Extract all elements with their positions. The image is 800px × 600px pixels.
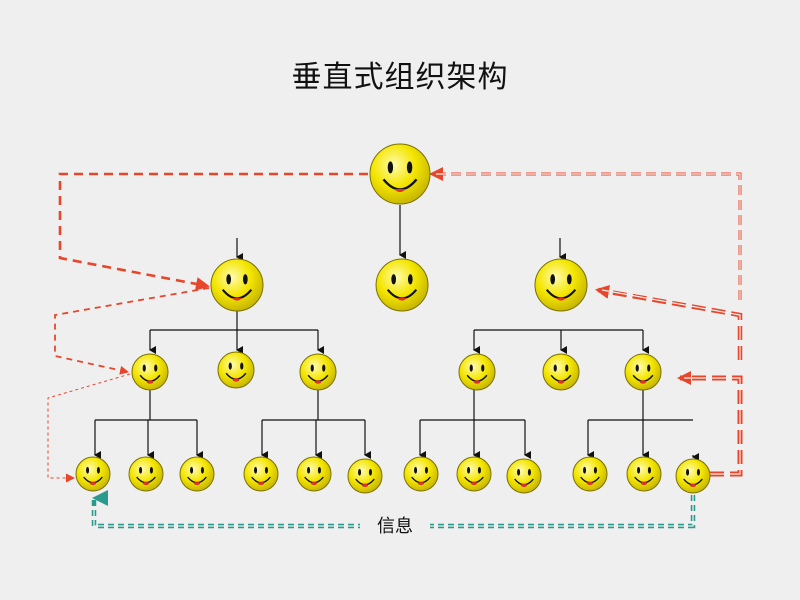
smiley-face-icon <box>458 353 496 391</box>
smiley-face-icon <box>626 456 662 492</box>
smiley-face-icon <box>75 456 111 492</box>
smiley-face-icon <box>217 351 255 389</box>
feedback-path-right-inner <box>436 173 741 475</box>
smiley-face-icon <box>375 258 429 312</box>
smiley-face-icon <box>210 258 264 312</box>
feedback-path-right <box>429 167 743 477</box>
smiley-face-icon <box>534 258 588 312</box>
smiley-face-icon <box>131 353 169 391</box>
smiley-face-icon <box>572 456 608 492</box>
smiley-face-icon <box>179 456 215 492</box>
info-label: 信息 <box>360 512 430 538</box>
smiley-face-icon <box>456 456 492 492</box>
page-title: 垂直式组织架构 <box>291 60 509 95</box>
hierarchy-lines <box>94 205 699 461</box>
smiley-face-icon <box>243 456 279 492</box>
smiley-face-icon <box>624 353 662 391</box>
smiley-face-icon <box>369 143 431 205</box>
smiley-face-icon <box>347 458 383 494</box>
smiley-face-icon <box>403 456 439 492</box>
feedback-path-left <box>47 172 368 483</box>
smiley-face-icon <box>299 353 337 391</box>
smiley-group <box>75 143 711 494</box>
smiley-face-icon <box>128 456 164 492</box>
smiley-face-icon <box>675 458 711 494</box>
smiley-face-icon <box>542 353 580 391</box>
smiley-face-icon <box>296 456 332 492</box>
smiley-face-icon <box>506 458 542 494</box>
